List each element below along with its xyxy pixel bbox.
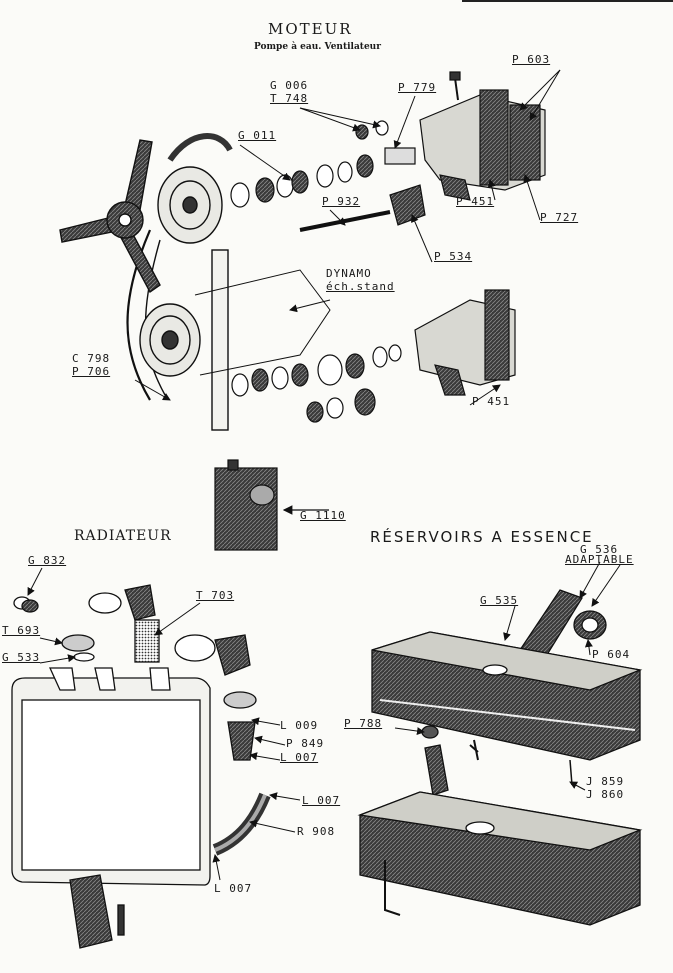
reservoirs-title: RÉSERVOIRS A ESSENCE (370, 528, 594, 546)
water-pump-exploded-bottom (231, 289, 516, 423)
label-g536: G 536 (580, 543, 619, 556)
label-g533: G 533 (2, 651, 41, 664)
radiateur-title: RADIATEUR (74, 528, 172, 544)
label-t703: T 703 (196, 589, 235, 602)
label-g535: G 535 (480, 594, 519, 607)
label-t693: T 693 (2, 624, 41, 637)
label-c798: C 798 (72, 352, 111, 365)
radiator-assembly (11, 584, 271, 949)
label-p451-top: P 451 (456, 195, 495, 208)
label-adaptable: ADAPTABLE (565, 553, 634, 566)
label-g1110: G 1110 (300, 509, 346, 522)
label-p727: P 727 (540, 211, 579, 224)
label-p451-bottom: P 451 (472, 395, 511, 408)
label-l007-c: L 007 (214, 882, 253, 895)
label-j860: J 860 (586, 788, 625, 801)
label-p932: P 932 (322, 195, 361, 208)
label-j859: J 859 (586, 775, 625, 788)
leader-lines-radiateur (27, 567, 301, 881)
label-g832: G 832 (28, 554, 67, 567)
label-ech-stand: éch.stand (326, 280, 395, 293)
coolant-can (214, 459, 329, 551)
label-dynamo: DYNAMO (326, 267, 372, 280)
label-l007-b: L 007 (302, 794, 341, 807)
fan-pulley-assembly (59, 133, 331, 431)
label-r908: R 908 (297, 825, 336, 838)
label-p849: P 849 (286, 737, 325, 750)
label-g006: G 006 (270, 79, 309, 92)
label-p603: P 603 (512, 53, 551, 66)
label-p604: P 604 (592, 648, 631, 661)
label-t748: T 748 (270, 92, 309, 105)
label-p788: P 788 (344, 717, 383, 730)
fuel-tanks (357, 589, 643, 926)
label-l009: L 009 (280, 719, 319, 732)
leader-lines-reservoirs (394, 561, 621, 791)
label-p706: P 706 (72, 365, 111, 378)
leader-lines-moteur (134, 69, 561, 406)
label-g011: G 011 (238, 129, 277, 142)
moteur-subtitle: Pompe à eau. Ventilateur (254, 42, 381, 52)
moteur-title: MOTEUR (268, 20, 353, 38)
label-l007-a: L 007 (280, 751, 319, 764)
top-rule (462, 0, 673, 2)
label-p534: P 534 (434, 250, 473, 263)
label-p779: P 779 (398, 81, 437, 94)
